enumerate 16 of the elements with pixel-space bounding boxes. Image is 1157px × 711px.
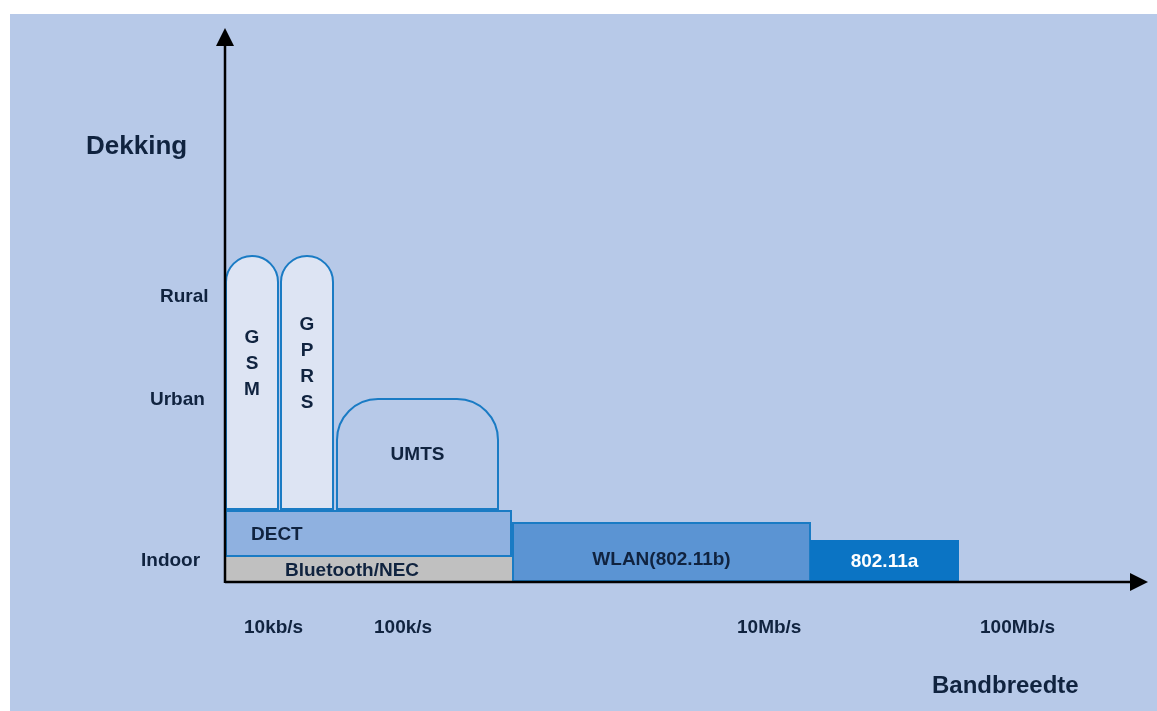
coverage-band: 802.11a bbox=[810, 540, 959, 582]
coverage-band: DECT bbox=[225, 510, 512, 557]
tick-label: 10kb/s bbox=[244, 616, 304, 638]
tick-label: Urban bbox=[150, 388, 205, 410]
axis-title: Bandbreedte bbox=[932, 671, 1079, 699]
coverage-band: WLAN(802.11b) bbox=[512, 522, 811, 582]
tick-label: 10Mb/s bbox=[737, 616, 802, 638]
coverage-band: GPRS bbox=[280, 255, 334, 510]
coverage-band: UMTS bbox=[336, 398, 499, 510]
tick-label: Rural bbox=[160, 285, 209, 307]
coverage-band: GSM bbox=[225, 255, 279, 510]
tick-label: 100k/s bbox=[374, 616, 433, 638]
coverage-band: Bluetooth/NEC bbox=[225, 557, 512, 582]
tick-label: Indoor bbox=[141, 549, 201, 571]
axis-title: Dekking bbox=[86, 130, 188, 161]
tick-label: 100Mb/s bbox=[980, 616, 1055, 638]
